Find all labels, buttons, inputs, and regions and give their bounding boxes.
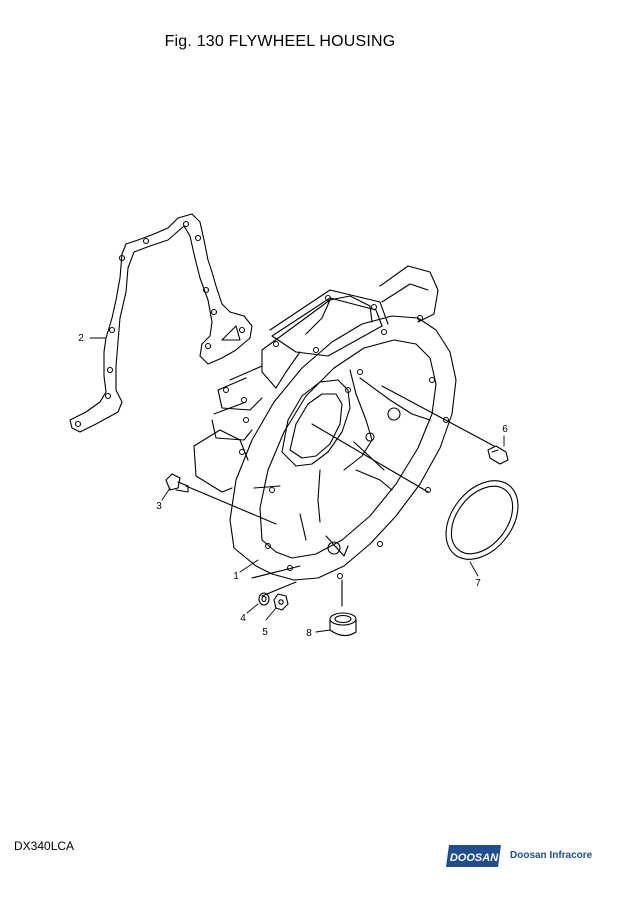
- callout-8: 8: [306, 628, 312, 639]
- callout-7: 7: [475, 578, 481, 589]
- plug-part: [329, 579, 357, 637]
- doosan-logo-icon: DOOSAN: [446, 845, 501, 867]
- doosan-logo-text: DOOSAN: [450, 852, 499, 864]
- callout-2: 2: [78, 333, 84, 344]
- bolt-part-6: [487, 445, 509, 465]
- callout-1: 1: [233, 571, 239, 582]
- callout-3: 3: [156, 501, 162, 512]
- leader-lines: [89, 337, 505, 633]
- flywheel-housing-part: [185, 265, 495, 597]
- brand-company-name: Doosan Infracore: [510, 850, 593, 861]
- gasket-part: [69, 213, 253, 433]
- washer-part: [258, 592, 270, 606]
- o-ring-part: [445, 480, 519, 560]
- callout-6: 6: [502, 424, 508, 435]
- callout-5: 5: [262, 627, 268, 638]
- figure-title: Fig. 130 FLYWHEEL HOUSING: [164, 33, 396, 50]
- brand-logo: DOOSAN Doosan Infracore: [446, 842, 606, 870]
- callout-4: 4: [240, 613, 246, 624]
- callout-labels: 1 2 3 4 5 6 7 8: [78, 333, 508, 639]
- model-number: DX340LCA: [14, 839, 75, 853]
